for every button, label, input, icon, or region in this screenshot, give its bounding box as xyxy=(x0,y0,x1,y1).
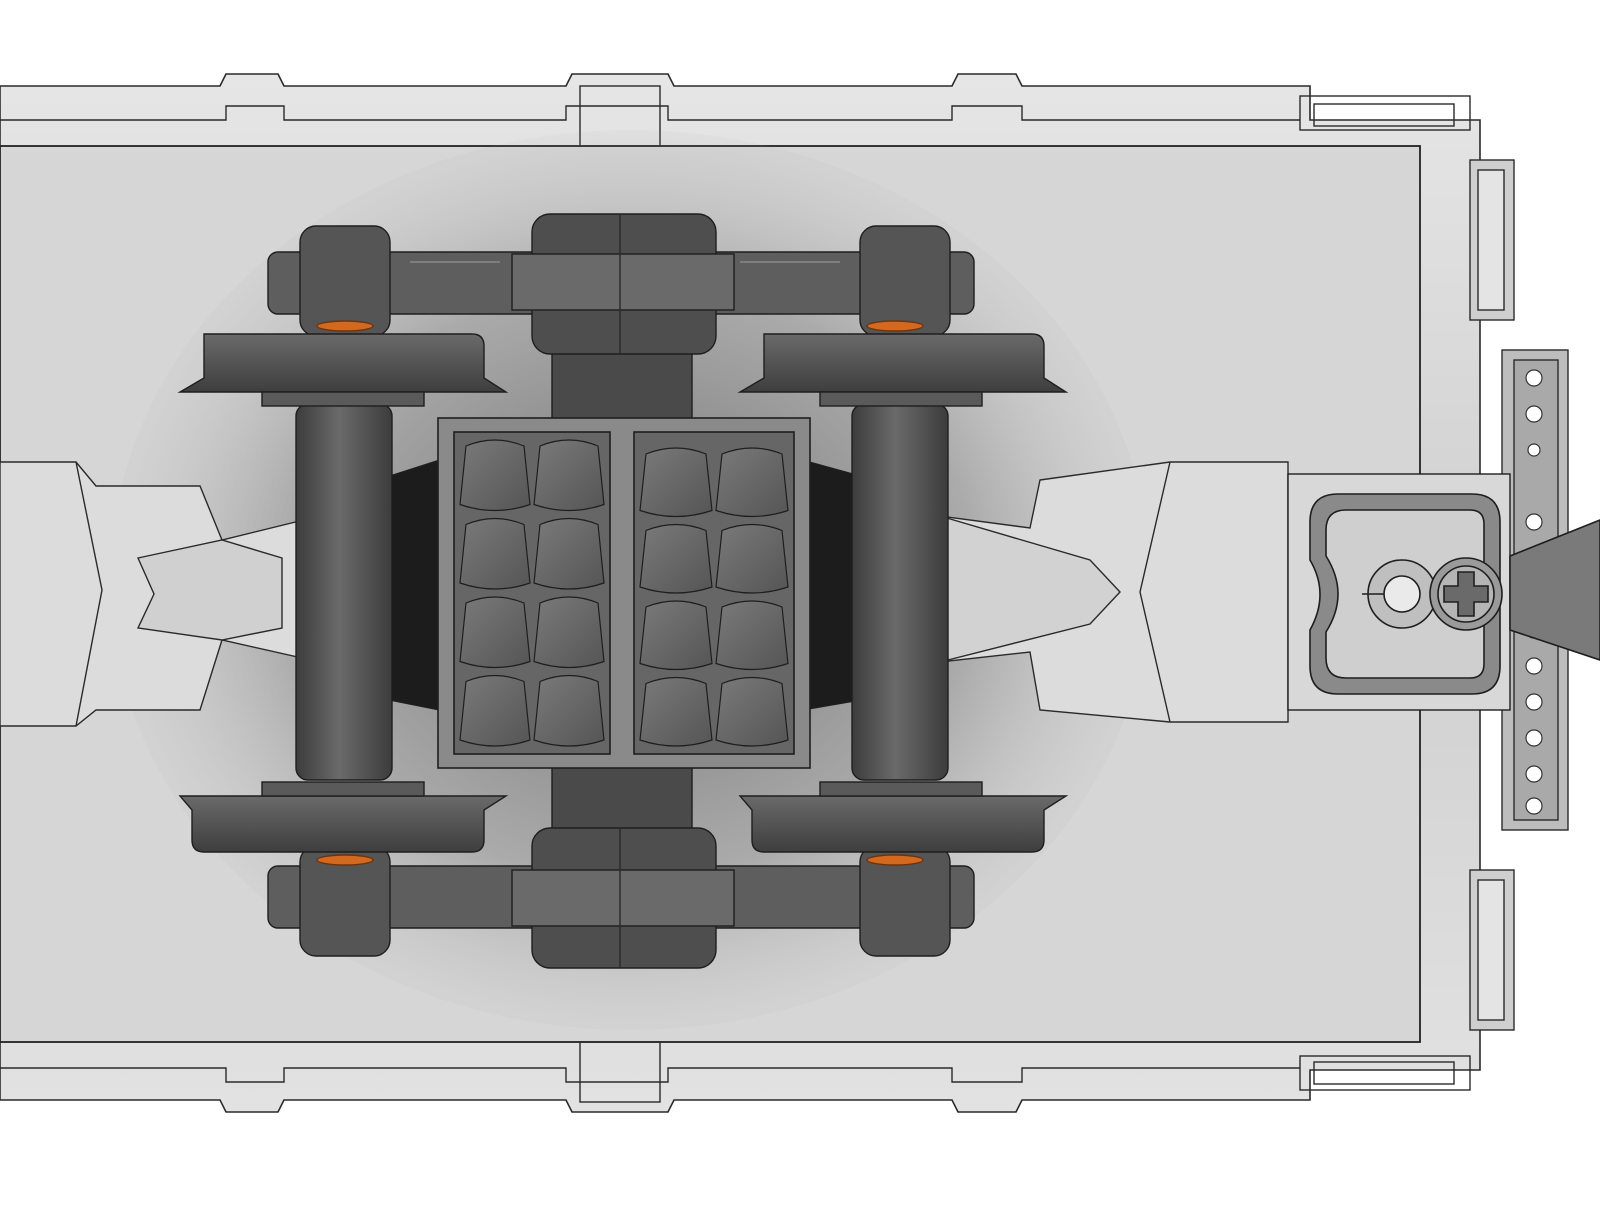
bearing-accent xyxy=(316,854,374,866)
side-rail-bottom xyxy=(0,1041,1471,1103)
spring-coil xyxy=(459,439,531,512)
coupler xyxy=(1309,493,1600,695)
coupler-screw xyxy=(1429,557,1503,631)
spring-coil xyxy=(639,600,713,671)
spring-coil xyxy=(533,439,605,512)
spring-coil xyxy=(715,676,789,747)
bearing-accent xyxy=(316,320,374,332)
spring-coil xyxy=(533,596,605,669)
spring-coil xyxy=(715,600,789,671)
side-rail-top xyxy=(0,85,1471,147)
spring-pack-right xyxy=(639,447,789,747)
end-sill xyxy=(1469,159,1569,1031)
center-sill-left xyxy=(0,461,321,727)
spring-coil xyxy=(533,517,605,590)
bearing-accent xyxy=(866,854,924,866)
spring-coil xyxy=(459,517,531,590)
spring-coil xyxy=(639,676,713,747)
spring-coil xyxy=(459,596,531,669)
wheelset-left xyxy=(177,333,509,853)
spring-pack-left xyxy=(459,439,605,747)
bearing-accent xyxy=(866,320,924,332)
spring-coil xyxy=(459,674,531,747)
spring-coil xyxy=(715,447,789,518)
spring-coil xyxy=(715,523,789,594)
spring-coil xyxy=(639,523,713,594)
spring-coil xyxy=(533,674,605,747)
truck-sideframe-top xyxy=(267,213,975,355)
wheelset-right xyxy=(737,333,1069,853)
spring-coil xyxy=(639,447,713,518)
center-sill-right xyxy=(939,461,1289,723)
